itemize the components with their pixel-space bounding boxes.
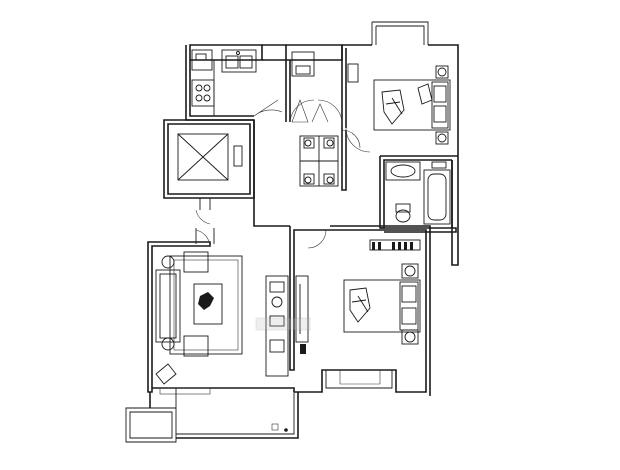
living-room xyxy=(155,209,243,385)
kitchen xyxy=(191,49,283,117)
bathtub-icon xyxy=(423,169,451,225)
watermark xyxy=(255,317,311,331)
second-bed-icon xyxy=(343,279,421,333)
master-bedroom xyxy=(345,63,451,153)
bathroom xyxy=(385,161,451,225)
sink-icon xyxy=(221,49,257,73)
stove-icon xyxy=(191,79,215,107)
exterior-walls xyxy=(125,21,459,443)
utility-closet xyxy=(289,51,343,123)
bottom-balcony xyxy=(159,387,288,432)
washer-icon xyxy=(291,51,315,77)
bed-icon xyxy=(373,79,451,131)
coffee-table-icon xyxy=(193,283,223,325)
elevator-icon xyxy=(177,133,229,181)
second-bedroom xyxy=(343,239,421,345)
washbasin-icon xyxy=(390,164,416,178)
sofa-icon xyxy=(155,269,181,343)
elevator-core xyxy=(177,133,243,181)
dining-table xyxy=(299,129,361,249)
rug-icon xyxy=(169,255,243,355)
tv-cabinet xyxy=(265,275,309,377)
toilet-icon xyxy=(395,209,411,223)
